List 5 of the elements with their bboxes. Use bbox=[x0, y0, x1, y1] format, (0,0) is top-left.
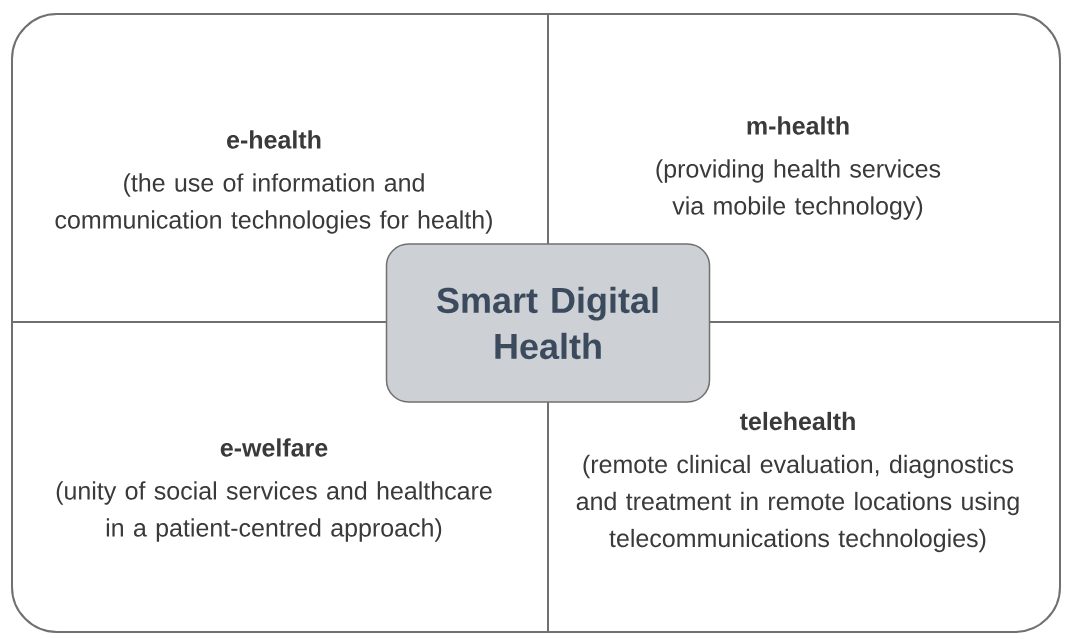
center-box: Smart Digital Health bbox=[385, 243, 711, 403]
quadrant-cell: e-health (the use of information and communication technologies for health) bbox=[55, 130, 492, 234]
quadrant-cell: telehealth (remote clinical evaluation, diagnostics and treatment in remote locations using telecommunications technologies) bbox=[576, 411, 1019, 553]
quadrant-cell: e-welfare (unity of social services and healthcare in a patient-centred approach) bbox=[56, 438, 492, 542]
quadrant-cell: m-health (providing health services via mobile technology) bbox=[656, 116, 941, 220]
